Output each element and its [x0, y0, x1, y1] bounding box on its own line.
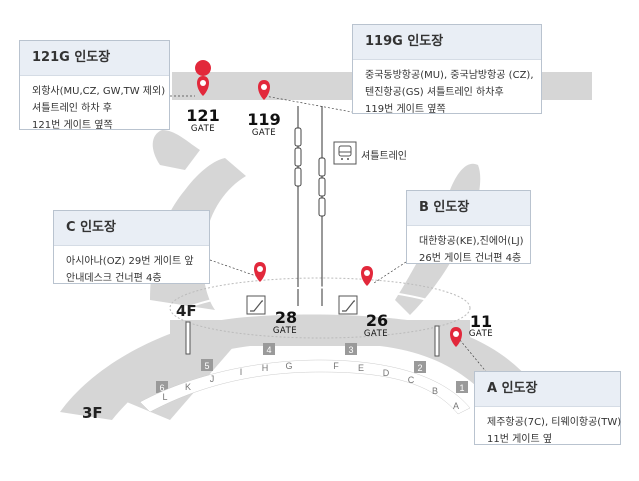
zone-b: B	[432, 386, 438, 396]
gate-26-label: GATE	[363, 329, 389, 339]
pin-119-icon	[258, 80, 270, 100]
gate-11-number: 11	[469, 312, 493, 331]
zone-4: 4	[266, 345, 271, 355]
escalator-icon	[246, 295, 358, 315]
floor-4f-label: 4F	[176, 302, 197, 320]
gate-121-number: 121	[186, 106, 220, 125]
train-cars-right	[318, 157, 326, 217]
gate-26-number: 26	[365, 311, 389, 330]
zone-letter-labels: A B C D E F G H I J K L	[162, 361, 459, 411]
card-121g-line: 외항사(MU,CZ, GW,TW 제외)	[32, 86, 166, 97]
card-b: B 인도장 대한항공(KE),진에어(LJ) 26번 게이트 건너편 4층	[406, 190, 531, 264]
card-121g-body: 외항사(MU,CZ, GW,TW 제외) 셔틀트레인 하차 후 121번 게이트…	[20, 76, 169, 141]
pin-121-icon	[195, 60, 212, 96]
card-119g-title: 119G 인도장	[353, 25, 541, 60]
card-b-title: B 인도장	[407, 191, 530, 226]
zone-i: I	[240, 367, 243, 377]
train-cars-left	[294, 127, 302, 187]
card-a-line: 제주항공(7C), 티웨이항공(TW)	[487, 417, 622, 428]
gate-28-label: GATE	[272, 326, 298, 336]
card-c-title: C 인도장	[54, 211, 209, 246]
card-b-line: 대한항공(KE),진에어(LJ)	[419, 236, 524, 247]
card-a-line: 11번 게이트 옆	[487, 434, 553, 445]
card-121g-title: 121G 인도장	[20, 41, 169, 76]
gate-11-label: GATE	[468, 329, 494, 339]
floor-posts	[185, 321, 440, 357]
card-119g-line: 119번 게이트 옆쪽	[365, 104, 446, 115]
card-119g-line: 텐진항공(GS) 셔틀트레인 하차후	[365, 87, 504, 98]
zone-5: 5	[204, 361, 209, 371]
pin-icons	[195, 60, 462, 347]
pin-c-icon	[254, 262, 266, 282]
zone-a: A	[453, 401, 459, 411]
zone-1: 1	[459, 383, 464, 393]
check-in-strip	[139, 359, 471, 415]
card-121g-line: 121번 게이트 옆쪽	[32, 120, 113, 131]
zone-h: H	[262, 363, 269, 373]
zone-f: F	[333, 361, 339, 371]
callout-lines	[170, 95, 489, 375]
zone-g: G	[285, 361, 292, 371]
card-119g-body: 중국동방항공(MU), 중국남방항공 (CZ), 텐진항공(GS) 셔틀트레인 …	[353, 60, 541, 125]
card-b-body: 대한항공(KE),진에어(LJ) 26번 게이트 건너편 4층	[407, 226, 530, 274]
zone-e: E	[358, 363, 364, 373]
card-119g-line: 중국동방항공(MU), 중국남방항공 (CZ),	[365, 70, 534, 81]
card-a-body: 제주항공(7C), 티웨이항공(TW) 11번 게이트 옆	[475, 407, 622, 455]
card-121g-line: 셔틀트레인 하차 후	[32, 103, 112, 114]
gate-28-number: 28	[274, 308, 298, 327]
zone-l: L	[162, 392, 167, 402]
zone-number-labels: 1 2 3 4 5 6	[159, 345, 464, 393]
card-b-line: 26번 게이트 건너편 4층	[419, 253, 522, 264]
card-a-title: A 인도장	[475, 372, 620, 407]
card-c-line: 아시아나(OZ) 29번 게이트 앞	[66, 256, 194, 267]
gate-121-label: GATE	[190, 124, 216, 134]
train-icon	[333, 141, 357, 165]
gate-119-number: 119	[247, 110, 281, 129]
gate-119-label: GATE	[251, 128, 277, 138]
floor-4f-ring	[169, 277, 471, 339]
zone-j: J	[210, 374, 215, 384]
card-c-body: 아시아나(OZ) 29번 게이트 앞 안내데스크 건너편 4층	[54, 246, 209, 294]
card-c: C 인도장 아시아나(OZ) 29번 게이트 앞 안내데스크 건너편 4층	[53, 210, 210, 284]
gate-arc-line	[179, 286, 461, 311]
zone-number-boxes	[156, 343, 468, 393]
pin-b-icon	[361, 266, 373, 286]
zone-3: 3	[348, 345, 353, 355]
shuttle-train-label: 셔틀트레인	[361, 151, 407, 162]
card-121g: 121G 인도장 외항사(MU,CZ, GW,TW 제외) 셔틀트레인 하차 후…	[19, 40, 170, 131]
zone-6: 6	[159, 383, 164, 393]
card-119g: 119G 인도장 중국동방항공(MU), 중국남방항공 (CZ), 텐진항공(G…	[352, 24, 542, 115]
zone-d: D	[383, 368, 390, 378]
pin-a-icon	[450, 327, 462, 347]
zone-c: C	[408, 375, 415, 385]
zone-k: K	[185, 382, 191, 392]
card-c-line: 안내데스크 건너편 4층	[66, 273, 162, 284]
card-a: A 인도장 제주항공(7C), 티웨이항공(TW) 11번 게이트 옆	[474, 371, 621, 445]
floor-3f-label: 3F	[82, 404, 103, 422]
zone-2: 2	[417, 363, 422, 373]
